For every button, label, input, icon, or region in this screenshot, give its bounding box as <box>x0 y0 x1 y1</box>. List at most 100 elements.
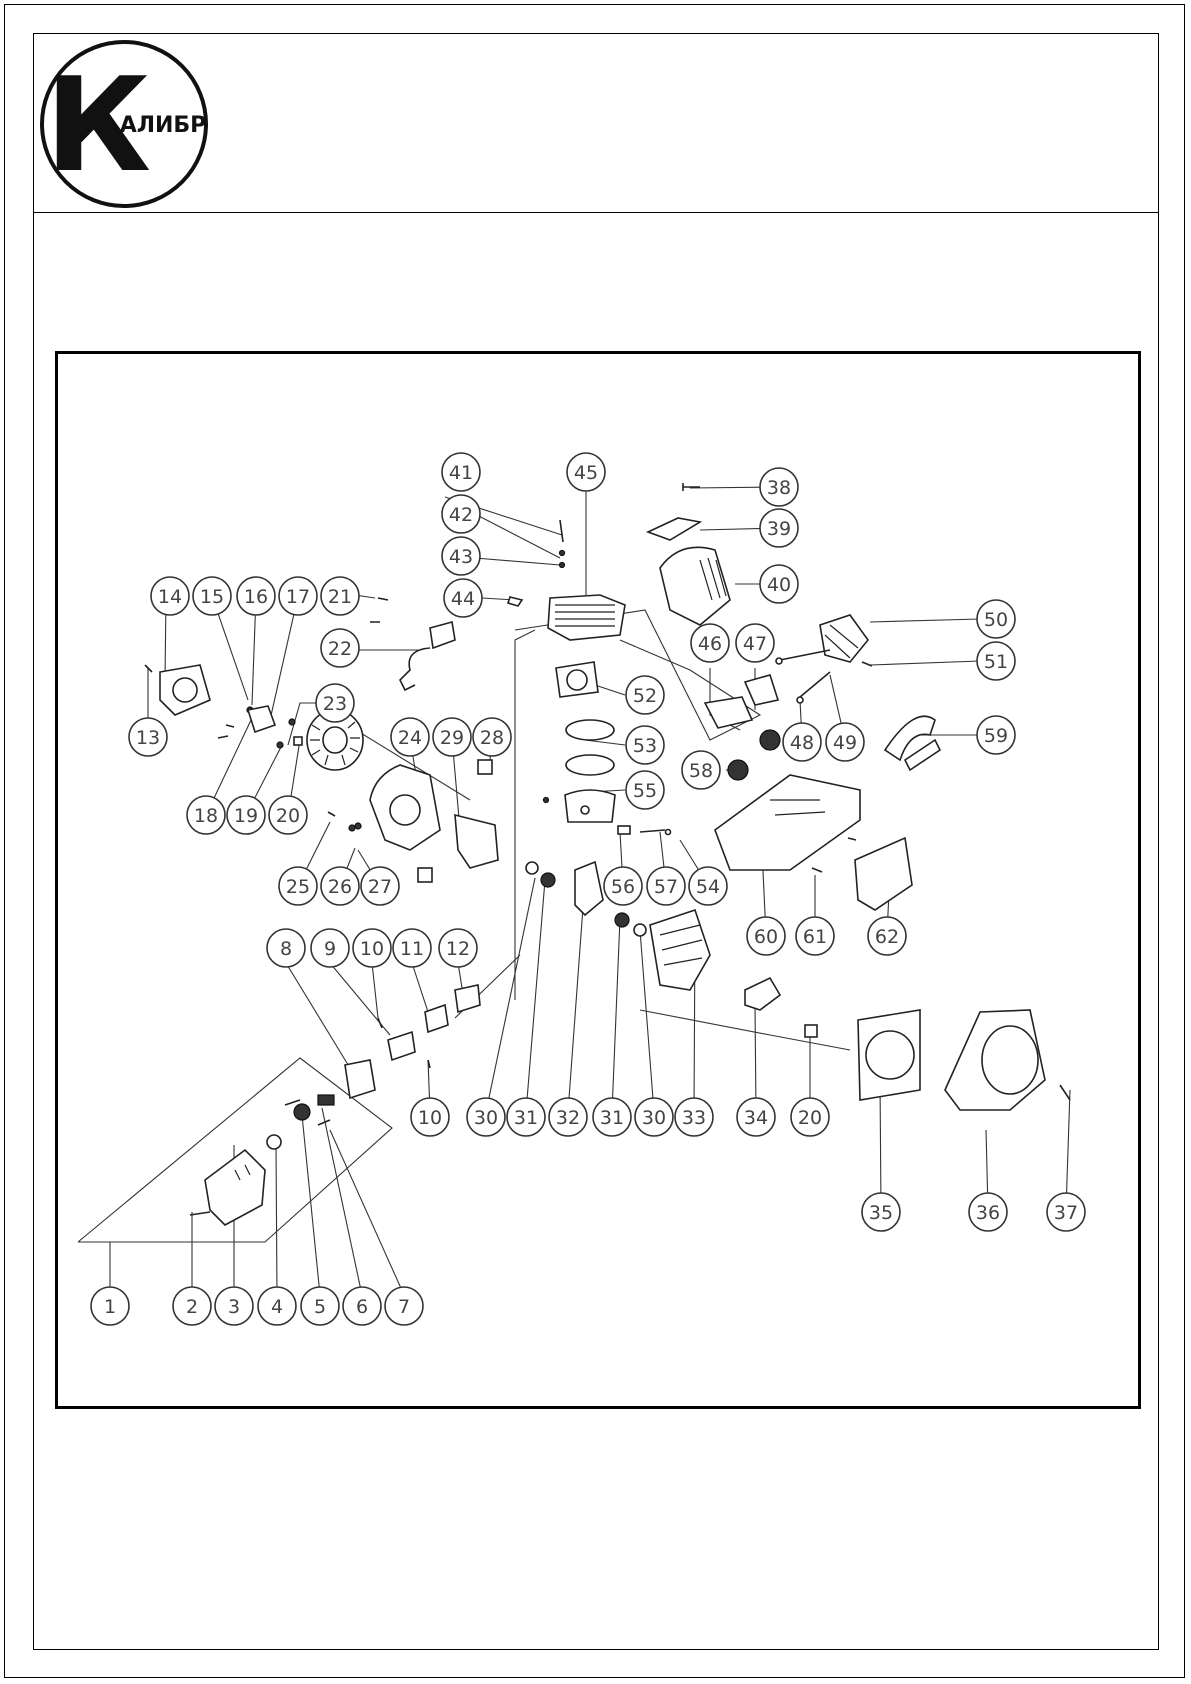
svg-text:10: 10 <box>360 938 384 960</box>
callout-14: 14 <box>150 576 190 616</box>
svg-text:38: 38 <box>767 477 791 499</box>
svg-text:50: 50 <box>984 609 1008 631</box>
svg-text:53: 53 <box>633 735 657 757</box>
callout-48: 48 <box>782 722 822 762</box>
callout-37: 37 <box>1046 1192 1086 1232</box>
callout-39: 39 <box>759 508 799 548</box>
svg-text:19: 19 <box>234 805 258 827</box>
logo-text: АЛИБР <box>120 113 207 138</box>
callout-22: 22 <box>320 628 360 668</box>
svg-text:46: 46 <box>698 633 722 655</box>
svg-text:36: 36 <box>976 1202 1000 1224</box>
svg-text:30: 30 <box>642 1107 666 1129</box>
svg-text:59: 59 <box>984 725 1008 747</box>
svg-text:55: 55 <box>633 780 657 802</box>
callout-2: 2 <box>172 1286 212 1326</box>
callout-44: 44 <box>443 578 483 618</box>
svg-text:60: 60 <box>754 926 778 948</box>
svg-text:47: 47 <box>743 633 767 655</box>
callout-40: 40 <box>759 564 799 604</box>
svg-text:18: 18 <box>194 805 218 827</box>
callout-9: 9 <box>310 928 350 968</box>
callout-50: 50 <box>976 599 1016 639</box>
callout-35: 35 <box>861 1192 901 1232</box>
svg-text:35: 35 <box>869 1202 893 1224</box>
callout-12: 12 <box>438 928 478 968</box>
svg-text:45: 45 <box>574 462 598 484</box>
svg-text:9: 9 <box>324 938 336 960</box>
callout-19: 19 <box>226 795 266 835</box>
callout-43: 43 <box>441 536 481 576</box>
callout-24: 24 <box>390 717 430 757</box>
callout-31b: 31 <box>592 1097 632 1137</box>
callout-13: 13 <box>128 717 168 757</box>
svg-text:32: 32 <box>556 1107 580 1129</box>
svg-text:4: 4 <box>271 1296 283 1318</box>
callout-54: 54 <box>688 866 728 906</box>
svg-text:12: 12 <box>446 938 470 960</box>
svg-text:26: 26 <box>328 876 352 898</box>
svg-text:22: 22 <box>328 638 352 660</box>
svg-text:61: 61 <box>803 926 827 948</box>
svg-text:56: 56 <box>611 876 635 898</box>
svg-text:31: 31 <box>600 1107 624 1129</box>
svg-text:39: 39 <box>767 518 791 540</box>
callout-1: 1 <box>90 1286 130 1326</box>
svg-text:62: 62 <box>875 926 899 948</box>
svg-text:41: 41 <box>449 462 473 484</box>
callout-18: 18 <box>186 795 226 835</box>
callout-4: 4 <box>257 1286 297 1326</box>
logo-letter: К <box>45 49 151 201</box>
callout-41: 41 <box>441 452 481 492</box>
svg-text:34: 34 <box>744 1107 768 1129</box>
callout-3: 3 <box>214 1286 254 1326</box>
svg-text:25: 25 <box>286 876 310 898</box>
svg-text:30: 30 <box>474 1107 498 1129</box>
callout-36: 36 <box>968 1192 1008 1232</box>
svg-text:43: 43 <box>449 546 473 568</box>
callout-46: 46 <box>690 623 730 663</box>
callout-20: 20 <box>268 795 308 835</box>
svg-text:29: 29 <box>440 727 464 749</box>
callout-10: 10 <box>352 928 392 968</box>
svg-text:48: 48 <box>790 732 814 754</box>
svg-text:16: 16 <box>244 586 268 608</box>
svg-text:13: 13 <box>136 727 160 749</box>
callout-20b: 20 <box>790 1097 830 1137</box>
callout-16: 16 <box>236 576 276 616</box>
callout-7: 7 <box>384 1286 424 1326</box>
callout-15: 15 <box>192 576 232 616</box>
callout-56: 56 <box>603 866 643 906</box>
svg-text:1: 1 <box>104 1296 116 1318</box>
svg-text:54: 54 <box>696 876 720 898</box>
callout-32: 32 <box>548 1097 588 1137</box>
callout-53: 53 <box>625 725 665 765</box>
svg-text:37: 37 <box>1054 1202 1078 1224</box>
svg-text:51: 51 <box>984 651 1008 673</box>
svg-text:10: 10 <box>418 1107 442 1129</box>
callout-26: 26 <box>320 866 360 906</box>
callout-17: 17 <box>278 576 318 616</box>
svg-text:7: 7 <box>398 1296 410 1318</box>
svg-text:15: 15 <box>200 586 224 608</box>
callout-29: 29 <box>432 717 472 757</box>
svg-text:11: 11 <box>400 938 424 960</box>
svg-text:27: 27 <box>368 876 392 898</box>
svg-text:3: 3 <box>228 1296 240 1318</box>
svg-text:24: 24 <box>398 727 422 749</box>
svg-text:6: 6 <box>356 1296 368 1318</box>
callout-31: 31 <box>506 1097 546 1137</box>
callout-34: 34 <box>736 1097 776 1137</box>
svg-text:28: 28 <box>480 727 504 749</box>
svg-text:21: 21 <box>328 586 352 608</box>
callout-49: 49 <box>825 722 865 762</box>
svg-text:49: 49 <box>833 732 857 754</box>
part-shapes <box>144 483 1071 1226</box>
svg-text:20: 20 <box>798 1107 822 1129</box>
callout-30b: 30 <box>634 1097 674 1137</box>
svg-text:31: 31 <box>514 1107 538 1129</box>
svg-text:42: 42 <box>449 504 473 526</box>
callout-8: 8 <box>266 928 306 968</box>
svg-text:5: 5 <box>314 1296 326 1318</box>
